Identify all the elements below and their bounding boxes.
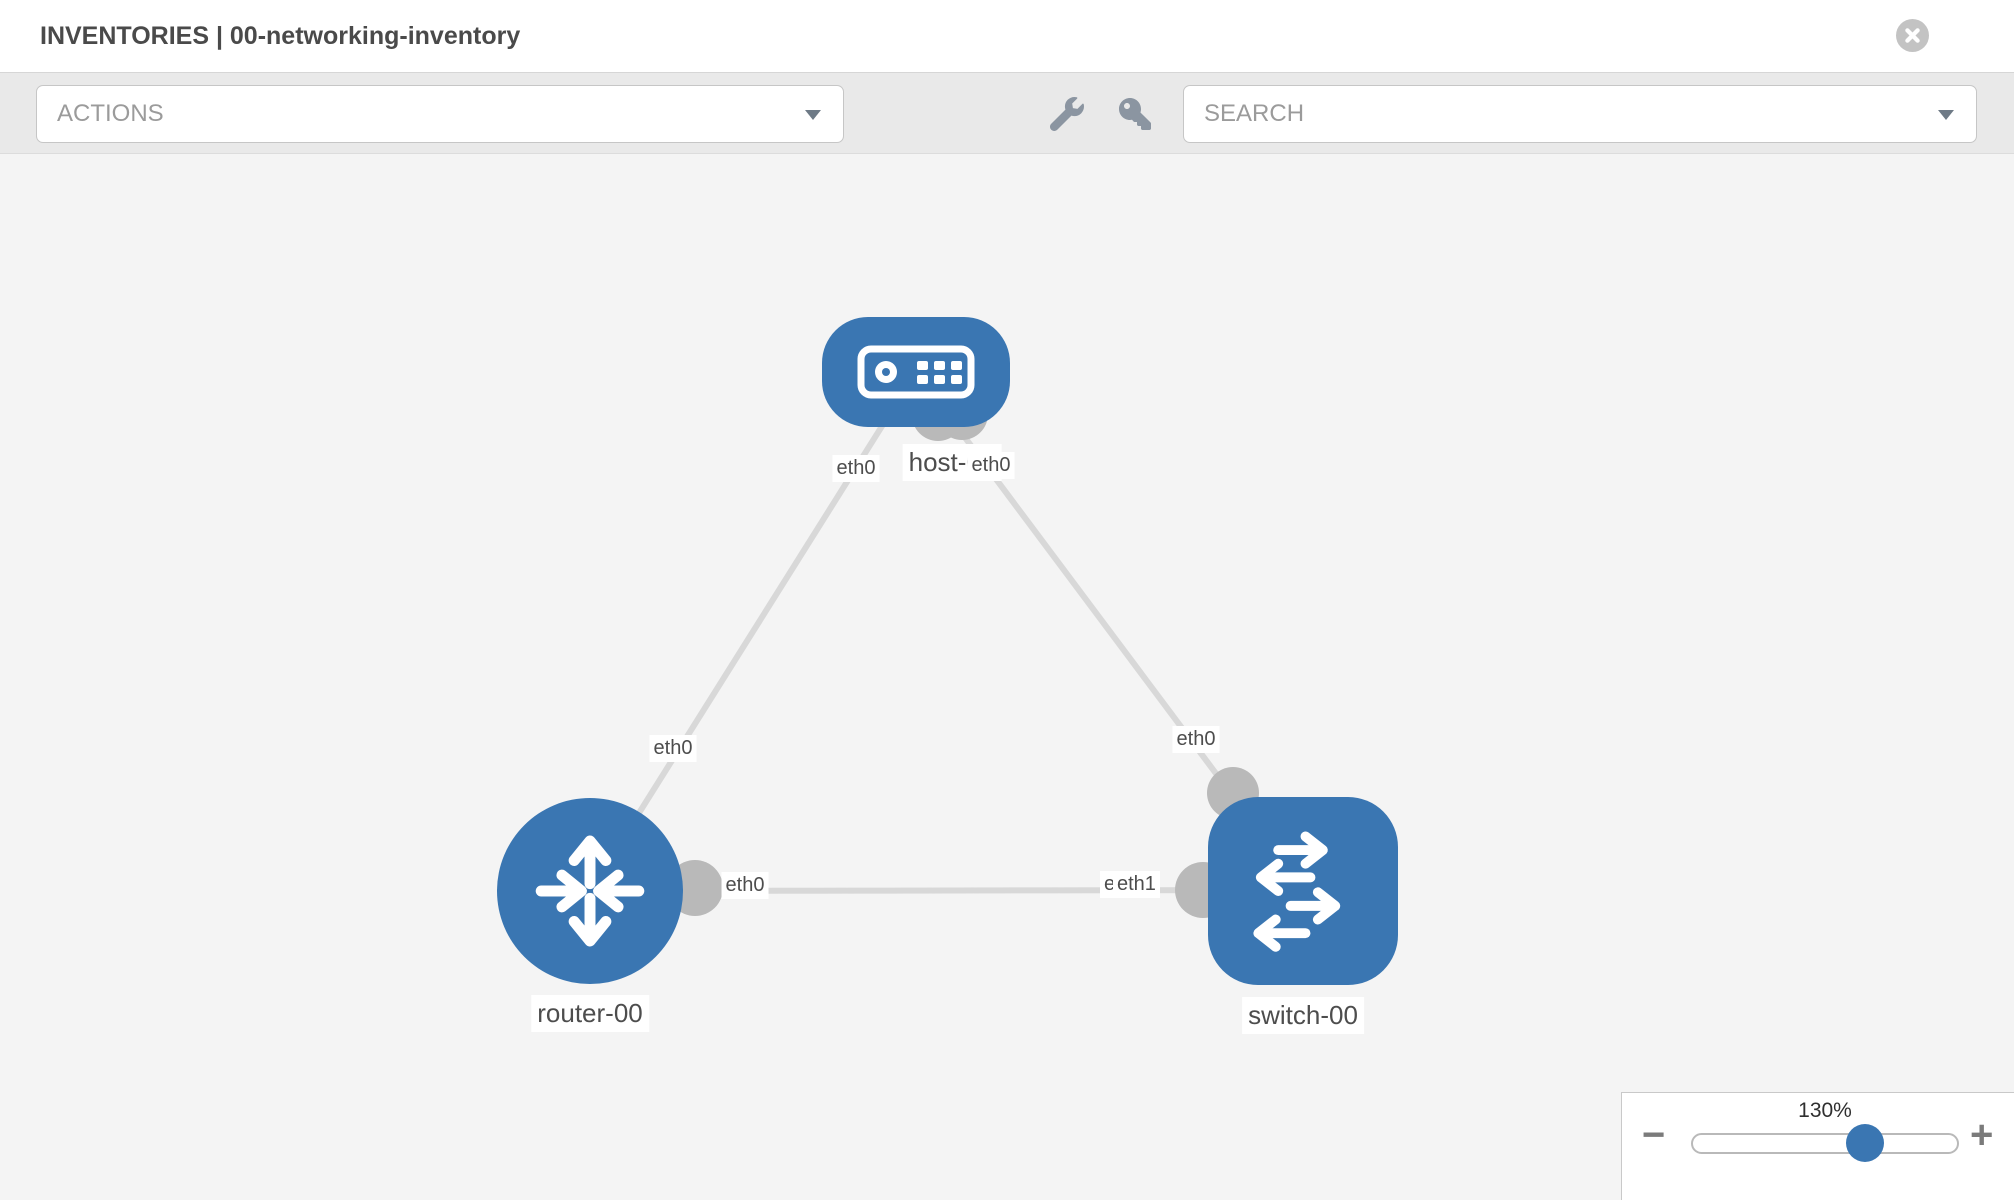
key-icon: [1119, 98, 1151, 130]
zoom-percent-label: 130%: [1798, 1099, 1852, 1122]
page-title: INVENTORIES | 00-networking-inventory: [40, 22, 521, 50]
host-icon: [857, 345, 975, 399]
credentials-button[interactable]: [1112, 91, 1158, 137]
interface-label-switch-left-front: eth1: [1113, 871, 1160, 898]
node-switch[interactable]: [1208, 797, 1398, 985]
node-label-router[interactable]: router-00: [531, 995, 649, 1032]
wrench-icon: [1050, 97, 1084, 131]
close-icon: [1905, 28, 1920, 43]
node-router[interactable]: [497, 798, 683, 984]
search-dropdown-label: SEARCH: [1204, 100, 1305, 127]
toolbar: ACTIONS SEARCH: [0, 72, 2014, 154]
topology-canvas[interactable]: host-00 router-00 switch-00 eth0 eth0 et…: [0, 154, 2014, 1200]
interface-label-host-left: eth0: [832, 455, 880, 482]
zoom-out-button[interactable]: −: [1642, 1113, 1666, 1157]
node-host[interactable]: [822, 317, 1010, 427]
caret-down-icon: [805, 110, 821, 120]
router-icon: [535, 835, 645, 947]
switch-icon: [1253, 831, 1341, 952]
topology-links-layer: [587, 370, 1306, 918]
close-button[interactable]: [1896, 19, 1929, 52]
zoom-slider-track[interactable]: [1691, 1133, 1959, 1154]
interface-label-host-right: eth0: [967, 452, 1015, 479]
actions-dropdown[interactable]: ACTIONS: [36, 85, 844, 143]
interface-label-router-top: eth0: [649, 735, 697, 762]
header: INVENTORIES | 00-networking-inventory: [0, 0, 2014, 72]
zoom-slider-handle[interactable]: [1846, 1124, 1884, 1162]
interface-label-switch-top: eth0: [1172, 726, 1220, 753]
zoom-panel: 130% − +: [1621, 1092, 2014, 1200]
node-label-switch[interactable]: switch-00: [1242, 997, 1364, 1034]
actions-dropdown-label: ACTIONS: [57, 100, 164, 127]
zoom-in-button[interactable]: +: [1970, 1113, 1994, 1157]
caret-down-icon: [1938, 110, 1954, 120]
tools-button[interactable]: [1044, 91, 1090, 137]
interface-label-router-right: eth0: [721, 872, 769, 899]
search-dropdown[interactable]: SEARCH: [1183, 85, 1977, 143]
